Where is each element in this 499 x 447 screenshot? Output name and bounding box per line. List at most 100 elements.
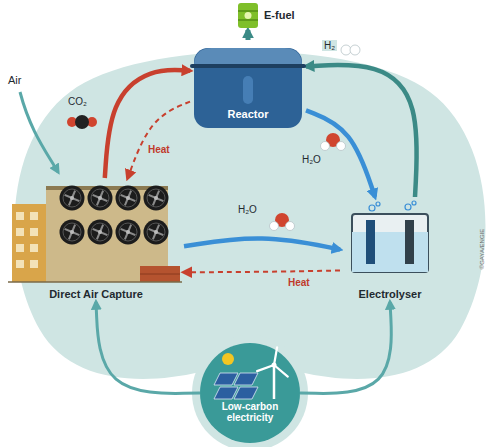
co2-molecule — [75, 115, 89, 129]
fan-array — [63, 189, 81, 207]
dac-unit-outline — [8, 178, 184, 302]
dac-building — [30, 228, 38, 236]
h2o-molecule — [270, 222, 279, 231]
solar-panels — [234, 387, 258, 399]
fan-array — [116, 186, 141, 211]
dac-building — [8, 186, 182, 283]
node-label: E-fuel — [264, 9, 295, 21]
node-label: Reactor — [228, 108, 269, 120]
flow-label: Heat — [146, 144, 172, 155]
electrolyser-unit-outline — [340, 197, 440, 302]
fan-array — [119, 189, 137, 207]
electrolyser-symbol — [366, 220, 375, 264]
fan-array — [60, 186, 169, 245]
solar-panels — [214, 387, 238, 399]
h2-molecule — [341, 45, 351, 55]
electrolyser-symbol — [405, 220, 414, 264]
wind-turbine — [273, 365, 276, 399]
fuel-barrel: E-fuel — [236, 0, 306, 30]
h2-molecule — [350, 45, 360, 55]
flow-arrow — [184, 239, 340, 250]
dac-building — [8, 281, 182, 283]
solar-panels — [214, 353, 258, 399]
fan-array — [63, 223, 81, 241]
dac-building — [12, 204, 46, 282]
watermark: ©GAYA/ENGIE — [479, 229, 485, 270]
flow-label: H₂ — [322, 40, 337, 51]
fan-array — [70, 230, 74, 234]
reactor-tank: Reactor — [190, 40, 306, 128]
fan-array — [88, 186, 113, 211]
fan-array — [98, 230, 102, 234]
fuel-barrel-outline — [238, 3, 258, 28]
reactor-tank-outline — [194, 48, 302, 66]
electrolyser-symbol — [352, 201, 428, 272]
h2-molecule — [341, 45, 360, 55]
flow-label: CO₂ — [66, 96, 89, 107]
dac-building — [30, 244, 38, 252]
wind-turbine — [257, 347, 288, 399]
fan-array — [126, 230, 130, 234]
electrolyser-unit: Electrolyser — [340, 197, 440, 302]
node-label: Electrolyser — [359, 288, 422, 300]
flow-arrow — [96, 302, 200, 393]
fan-array — [88, 220, 113, 245]
wind-turbine — [257, 365, 274, 371]
fan-array — [154, 230, 158, 234]
input-label: Air — [8, 74, 21, 86]
electrolyser-symbol — [405, 204, 411, 210]
wind-turbine — [274, 365, 288, 377]
fan-array — [98, 196, 102, 200]
fan-array — [147, 223, 165, 241]
fan-array — [116, 220, 141, 245]
reactor-tank-outline — [194, 48, 302, 128]
reactor-tank-outline — [243, 76, 253, 104]
dac-building — [30, 260, 38, 268]
dac-building — [140, 274, 180, 275]
dac-unit: Direct Air Capture — [8, 178, 184, 302]
flow-arrow — [184, 271, 340, 273]
fan-array — [91, 223, 109, 241]
node-label: Direct Air Capture — [49, 288, 143, 300]
wind-turbine — [274, 347, 277, 365]
background-blob — [15, 52, 486, 379]
dac-building — [16, 212, 24, 220]
solar-panels — [234, 373, 258, 385]
h2o-molecule — [270, 213, 295, 231]
h2o-molecule — [286, 222, 295, 231]
dac-building — [140, 266, 180, 282]
dac-building — [16, 228, 24, 236]
fan-array — [60, 186, 85, 211]
electricity-source-outline — [200, 343, 300, 443]
h2o-molecule — [337, 142, 346, 151]
flow-label: H₂O — [300, 154, 323, 165]
electricity-source: Low-carbon electricity — [200, 343, 300, 443]
h2o-molecule — [321, 142, 330, 151]
fan-array — [91, 189, 109, 207]
flow-arrow — [306, 65, 417, 197]
flow-arrow — [128, 102, 190, 178]
flow-label: Heat — [286, 277, 312, 288]
co2-molecule — [67, 115, 97, 129]
solar-panels — [214, 373, 238, 385]
fan-array — [70, 196, 74, 200]
fan-array — [147, 189, 165, 207]
dac-building — [30, 212, 38, 220]
fan-array — [60, 220, 85, 245]
fan-array — [144, 186, 169, 211]
dac-building — [16, 244, 24, 252]
flow-label: H₂O — [236, 204, 259, 215]
fan-array — [144, 220, 169, 245]
wind-turbine — [272, 363, 277, 368]
electrolyser-symbol — [376, 202, 380, 206]
flow-arrow — [105, 70, 190, 178]
electrolyser-symbol — [369, 205, 375, 211]
node-label: Low-carbon electricity — [210, 401, 290, 423]
fuel-barrel-outline — [238, 19, 258, 21]
electrolyser-symbol — [352, 214, 428, 272]
fan-array — [154, 196, 158, 200]
fan-array — [126, 196, 130, 200]
flow-arrow — [300, 302, 391, 393]
electricity-ring — [192, 335, 308, 447]
h2o-molecule — [321, 133, 346, 151]
